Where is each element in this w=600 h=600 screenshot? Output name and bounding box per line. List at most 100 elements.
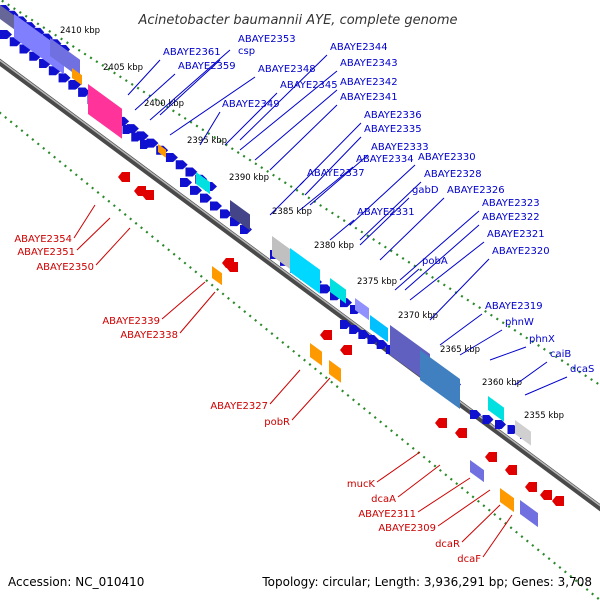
kbp-label: 2380 kbp (314, 241, 354, 251)
forward-gene-label: ABAYE2320 (492, 246, 550, 257)
reverse-gene-label: ABAYE2350 (36, 262, 94, 273)
forward-gene-label: ABAYE2322 (482, 212, 540, 223)
label-leader (239, 70, 338, 151)
forward-gene-label: ABAYE2349 (222, 99, 280, 110)
reverse-gene (435, 418, 447, 428)
label-leader (179, 291, 216, 334)
forward-gene (131, 132, 143, 142)
label-leader (409, 241, 485, 301)
forward-gene (175, 160, 188, 170)
reverse-gene (505, 465, 517, 475)
reverse-gene-label: ABAYE2354 (14, 234, 72, 245)
forward-gene-label: csp (238, 46, 255, 57)
forward-gene (190, 185, 202, 195)
kbp-label: 2370 kbp (398, 311, 438, 321)
reverse-gene-label: mucK (347, 479, 376, 490)
feature-block (500, 488, 514, 513)
label-leader (399, 210, 480, 281)
feature-block (290, 247, 320, 294)
label-leader (329, 219, 355, 241)
forward-gene-label: caiB (550, 349, 571, 360)
reverse-gene-label: ABAYE2309 (378, 523, 436, 534)
label-leader (376, 451, 421, 483)
forward-gene-label: phnW (505, 317, 534, 328)
forward-gene (0, 30, 12, 39)
feature-block (330, 277, 346, 304)
label-leader (309, 154, 369, 206)
reverse-gene (485, 452, 497, 462)
forward-gene-label: ABAYE2328 (424, 169, 482, 180)
forward-gene-label: ABAYE2323 (482, 198, 540, 209)
label-leader (379, 197, 445, 261)
reverse-gene (226, 262, 238, 272)
forward-gene-label: ABAYE2344 (330, 42, 388, 53)
forward-gene (78, 87, 90, 97)
reverse-gene (540, 490, 552, 500)
kbp-label: 2375 kbp (357, 277, 397, 287)
label-leader (134, 73, 176, 111)
reverse-gene-label: dcaR (435, 539, 460, 550)
reverse-gene (455, 428, 467, 438)
forward-gene-label: ABAYE2361 (163, 47, 221, 58)
label-leader (514, 361, 548, 386)
reverse-gene-label: pobR (264, 417, 290, 428)
label-leader (169, 76, 256, 136)
genome-backbone (0, 58, 600, 512)
forward-gene-label: ABAYE2345 (280, 80, 338, 91)
kbp-label: 2400 kbp (144, 99, 184, 109)
feature-block (88, 83, 122, 139)
reverse-gene-label: ABAYE2339 (102, 316, 160, 327)
reverse-gene (134, 186, 146, 196)
forward-gene-label: ABAYE2326 (447, 185, 505, 196)
label-leader (299, 166, 354, 211)
kbp-label: 2410 kbp (60, 26, 100, 36)
label-leader (127, 59, 161, 96)
forward-gene-label: ABAYE2353 (238, 34, 296, 45)
label-leader (76, 217, 111, 251)
label-leader (404, 224, 480, 291)
feature-block (329, 360, 341, 383)
feature-block (470, 460, 484, 483)
reverse-gene (340, 345, 352, 355)
label-leader (439, 313, 483, 346)
label-leader (299, 122, 362, 186)
forward-gene-label: ABAYE2334 (356, 154, 414, 165)
label-leader (199, 111, 221, 146)
feature-block (212, 266, 222, 286)
label-leader (269, 369, 301, 405)
label-leader (461, 504, 501, 543)
feature-block (420, 350, 460, 410)
label-leader (159, 59, 221, 116)
label-leader (269, 104, 338, 171)
forward-gene-label: ABAYE2321 (487, 229, 545, 240)
forward-gene-label: ABAYE2359 (178, 61, 236, 72)
genome-backbone-highlight (0, 59, 600, 507)
forward-gene-label: dcaS (570, 364, 594, 375)
label-leader (269, 180, 305, 216)
forward-gene (349, 325, 361, 334)
reverse-gene (525, 482, 537, 492)
label-leader (397, 464, 441, 498)
label-leader (239, 54, 328, 141)
reverse-gene-label: ABAYE2311 (358, 509, 416, 520)
accession-text: Accession: NC_010410 (8, 575, 144, 589)
feature-block (488, 395, 504, 422)
forward-gene (470, 410, 481, 419)
feature-block (355, 298, 369, 321)
kbp-label: 2360 kbp (482, 378, 522, 388)
label-leader (73, 204, 96, 239)
forward-gene-label: pobA (422, 256, 448, 267)
forward-gene-label: ABAYE2335 (364, 124, 422, 135)
label-leader (437, 489, 491, 527)
reverse-gene-label: ABAYE2327 (210, 401, 268, 412)
kbp-label: 2395 kbp (187, 136, 227, 146)
forward-gene-label: ABAYE2319 (485, 301, 543, 312)
label-leader (482, 514, 513, 558)
forward-gene-label: ABAYE2336 (364, 110, 422, 121)
reverse-gene-label: dcaA (371, 494, 396, 505)
forward-gene-label: phnX (529, 334, 555, 345)
reverse-gene (320, 330, 332, 340)
forward-gene (358, 330, 370, 339)
label-leader (149, 49, 231, 121)
